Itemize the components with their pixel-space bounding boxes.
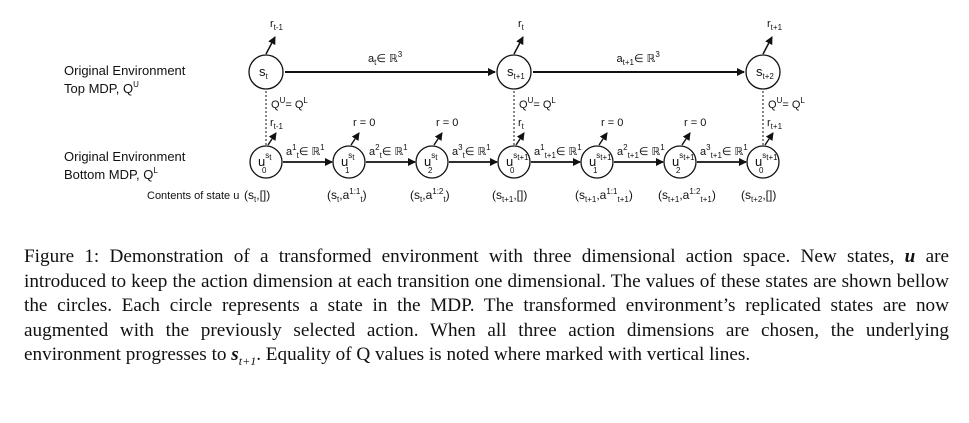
bottom-reward-label: rt-1 <box>270 117 284 131</box>
reward-arrow <box>762 36 773 55</box>
bottom-reward-label: r = 0 <box>353 117 375 129</box>
bottom-action-label: a1t∈ ℝ1 <box>286 143 325 160</box>
top-action-label: at∈ ℝ3 <box>368 50 403 67</box>
bottom-state-label: ust+1 <box>755 151 778 169</box>
figure-caption: Figure 1: Demonstration of a transformed… <box>24 246 949 369</box>
reward-arrow <box>681 132 691 146</box>
bottom-state-index: 1 <box>345 166 350 175</box>
top-action-label: at+1∈ ℝ3 <box>617 50 661 67</box>
reward-arrow <box>433 132 443 146</box>
top-reward-label: rt <box>518 18 525 32</box>
top-states: st rt-1 st+1 rt st+2 rt+1 <box>248 18 783 90</box>
bottom-action-label: a1t+1∈ ℝ1 <box>534 143 582 160</box>
bottom-state-circle <box>580 145 614 179</box>
bottom-state-circle <box>497 145 531 179</box>
bottom-state-circle <box>746 145 780 179</box>
bottom-state-circle <box>249 145 283 179</box>
bottom-state-index: 2 <box>428 166 433 175</box>
top-state-circle <box>745 54 781 90</box>
top-mdp-label-line1: Original Environment <box>64 63 186 78</box>
top-transitions: at∈ ℝ3 at+1∈ ℝ3 <box>285 50 745 76</box>
bottom-action-label: a2t∈ ℝ1 <box>369 143 408 160</box>
contents-of-state-label: Contents of state u <box>147 190 239 202</box>
state-contents: (st,[]) <box>244 188 270 204</box>
bottom-state-index: 0 <box>759 166 764 175</box>
bottom-state-circle <box>415 145 449 179</box>
equality-label: QU= QL <box>768 96 805 111</box>
equality-label: QU= QL <box>519 96 556 111</box>
reward-arrow <box>515 132 525 146</box>
bottom-reward-label: r = 0 <box>601 117 623 129</box>
top-reward-label: rt+1 <box>767 18 783 32</box>
state-contents: (st,a1:2t) <box>410 187 450 204</box>
state-contents: (st+2,[]) <box>741 188 776 204</box>
bottom-reward-label: r = 0 <box>684 117 706 129</box>
reward-arrow <box>267 132 277 146</box>
top-state-circle <box>496 54 532 90</box>
equality-label: QU= QL <box>271 96 308 111</box>
state-contents: (st+1,[]) <box>492 188 527 204</box>
bottom-state-label: ust+1 <box>672 151 695 169</box>
bottom-state-label: ust <box>258 151 272 169</box>
bottom-state-circle <box>663 145 697 179</box>
bottom-reward-label: rt+1 <box>767 117 783 131</box>
bottom-action-label: a3t+1∈ ℝ1 <box>700 143 748 160</box>
bottom-state-index: 0 <box>510 166 515 175</box>
bottom-state-label: ust <box>424 151 438 169</box>
bottom-state-label: ust+1 <box>506 151 529 169</box>
bottom-state-label: ust <box>341 151 355 169</box>
bottom-transitions: a1t∈ ℝ1 a2t∈ ℝ1 a3t∈ ℝ1 a1t+1∈ ℝ1 a2t+1∈ ℝ1 a… <box>283 143 748 166</box>
reward-arrow <box>265 36 276 55</box>
reward-arrow <box>350 132 360 146</box>
top-state-label: st+2 <box>756 64 774 81</box>
bottom-mdp-label-line1: Original Environment <box>64 149 186 164</box>
bottom-reward-label: r = 0 <box>436 117 458 129</box>
bottom-state-label: ust+1 <box>589 151 612 169</box>
bottom-action-label: a3t∈ ℝ1 <box>452 143 491 160</box>
mdp-diagram: Original Environment Top MDP, QU Origina… <box>64 18 805 204</box>
reward-arrow <box>513 36 524 55</box>
top-mdp-label-line2: Top MDP, QU <box>64 80 139 96</box>
top-state-circle <box>248 54 284 90</box>
state-contents: (st,a1:1t) <box>327 187 367 204</box>
bottom-state-index: 1 <box>593 166 598 175</box>
reward-arrow <box>764 132 774 146</box>
bottom-mdp-label-line2: Bottom MDP, QL <box>64 166 158 182</box>
top-reward-label: rt-1 <box>270 18 284 32</box>
state-contents: (st+1,a1:1t+1) <box>575 187 633 204</box>
bottom-state-index: 0 <box>262 166 267 175</box>
top-state-label: st+1 <box>507 64 525 81</box>
reward-arrow <box>598 132 608 146</box>
top-state-label: st <box>259 64 269 81</box>
state-contents: (st+1,a1:2t+1) <box>658 187 716 204</box>
bottom-action-label: a2t+1∈ ℝ1 <box>617 143 665 160</box>
bottom-state-circle <box>332 145 366 179</box>
bottom-state-index: 2 <box>676 166 681 175</box>
bottom-reward-label: rt <box>518 117 525 131</box>
